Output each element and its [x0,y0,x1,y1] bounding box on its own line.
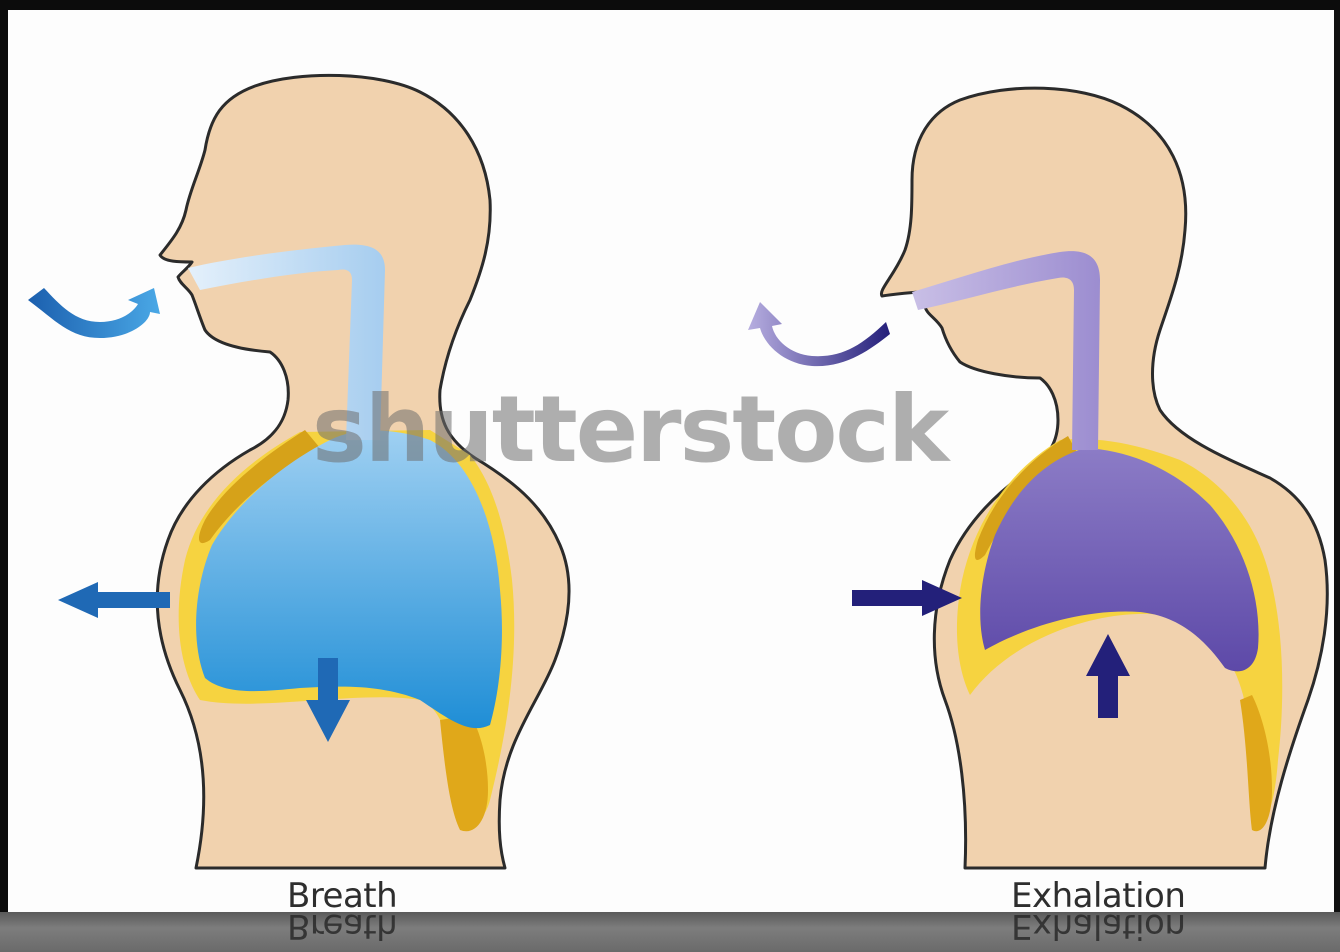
inhale-air-arrow [28,288,160,338]
inhale-chest-arrow [58,582,170,618]
label-breath-reflection: Breath [287,906,397,946]
watermark: shutterstock [312,376,947,483]
exhale-air-arrow [748,302,890,366]
label-exhalation-reflection: Exhalation [1011,906,1185,946]
